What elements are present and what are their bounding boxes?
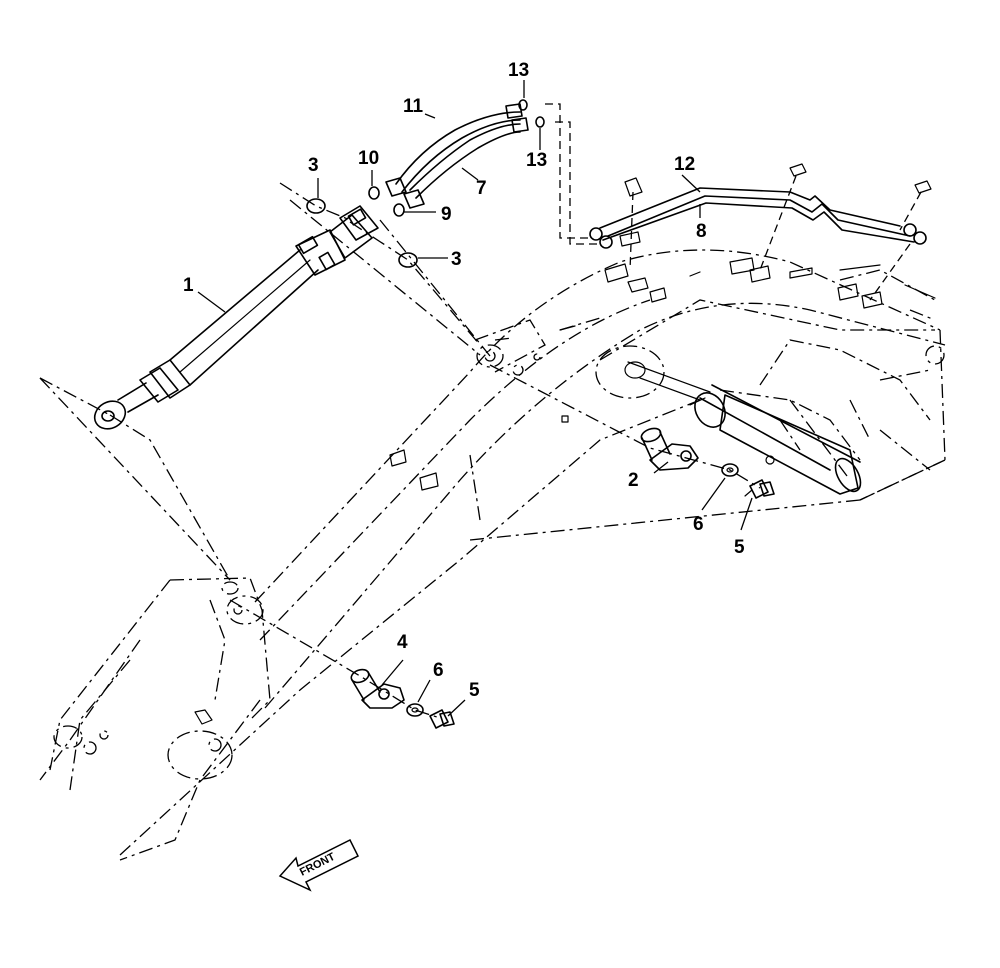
callout-6b: 6 [433, 660, 444, 681]
boom-foot [39, 577, 271, 861]
callout-13b: 13 [526, 150, 547, 171]
bolt-5-lower [429, 709, 455, 729]
callout-6a: 6 [693, 514, 704, 535]
callout-2: 2 [628, 470, 639, 491]
o-ring-9 [393, 203, 405, 217]
boom-cylinder [93, 205, 379, 430]
callout-3b: 3 [451, 249, 462, 270]
callout-13a: 13 [508, 60, 529, 81]
callouts: 1 2 3 3 4 5 5 6 6 7 8 9 10 11 12 13 13 [183, 60, 745, 701]
pin-4 [350, 668, 405, 709]
callout-5a: 5 [734, 537, 745, 558]
boom-cylinder-mount [474, 317, 601, 376]
o-ring-13-upper [518, 99, 528, 111]
o-ring-13-lower [535, 116, 545, 128]
pin-2 [640, 427, 699, 471]
callout-4: 4 [397, 632, 408, 653]
callout-1: 1 [183, 275, 194, 296]
shim-3-upper [306, 198, 326, 214]
washer-6-upper [721, 463, 739, 477]
callout-10: 10 [358, 148, 379, 169]
hoses [385, 103, 529, 209]
callout-12: 12 [674, 154, 695, 175]
o-ring-10 [368, 186, 380, 200]
callout-7: 7 [476, 178, 487, 199]
boom-outline [119, 249, 946, 856]
callout-8: 8 [696, 221, 707, 242]
washer-6-lower [406, 703, 424, 717]
callout-5b: 5 [469, 680, 480, 701]
leaders [197, 80, 753, 717]
pipes [589, 163, 932, 249]
arm-cylinder [689, 384, 862, 495]
front-arrow: FRONT [278, 838, 360, 892]
assembly-lines [39, 103, 922, 719]
bolt-5-upper [744, 479, 775, 499]
callout-3a: 3 [308, 155, 319, 176]
shim-3-lower [398, 252, 418, 268]
callout-9: 9 [441, 204, 452, 225]
frame-right [595, 264, 946, 501]
callout-11: 11 [403, 96, 424, 117]
